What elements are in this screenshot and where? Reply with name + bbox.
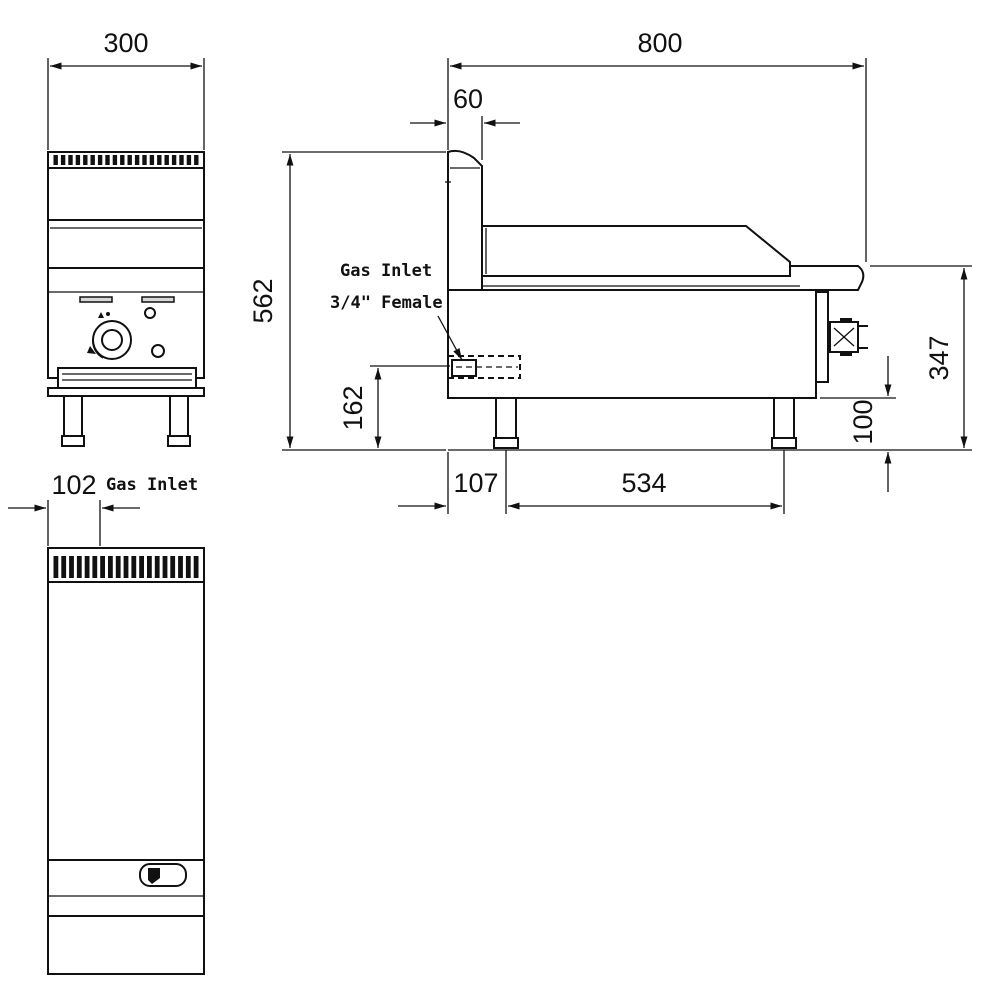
overall-height-label: 562 [248,278,278,323]
grill-slot [61,556,67,578]
grill-slot [142,155,147,165]
grill-slot [134,155,140,165]
grill-slot [178,556,183,578]
grill-slot [179,155,184,165]
grill-slot [185,556,191,578]
grill-slot [123,556,129,578]
gas-inlet-note-line2: 3/4" Female [330,293,443,313]
pilot-hole-icon [144,307,156,319]
grill-slot [170,556,176,578]
grill-slot [154,556,160,578]
flame-indicator-icon [98,312,110,318]
grill-slot [193,556,199,578]
grill-slot [112,155,118,165]
inlet-offset-label: 107 [453,468,498,498]
grill-slot [76,556,82,578]
inlet-height-label: 162 [338,385,368,430]
grill-slot [105,155,110,165]
top-grill-slots [53,556,199,578]
top-inlet-offset-label: 102 [51,470,96,500]
splash-depth-label: 60 [453,84,483,114]
grill-slot [53,155,58,165]
grill-slot [131,556,137,578]
side-knob-icon [829,318,868,356]
grill-slot [84,556,90,578]
leg-height-label: 100 [848,399,878,444]
grill-slot [90,155,95,165]
front-view: 300 [47,28,205,447]
grill-slot [75,155,81,165]
front-width-label: 300 [103,28,148,58]
grill-slot [149,155,155,165]
grill-slot [83,155,88,165]
top-gas-inlet-note: Gas Inlet [106,475,198,495]
grill-slot [100,556,105,578]
grill-slot [108,556,113,578]
control-knob-icon [87,320,132,360]
grill-slot [127,155,132,165]
grill-slot [68,155,73,165]
grill-slot [97,155,103,165]
grill-slot [157,155,162,165]
grill-slot [92,556,98,578]
leg-spacing-label: 534 [621,468,666,498]
front-grill-slots [53,155,199,165]
grill-slot [115,556,121,578]
gas-inlet-note-line1: Gas Inlet [340,261,432,281]
grill-slot [147,556,152,578]
top-view: 102 Gas Inlet [8,470,205,975]
body-height-label: 347 [924,335,954,380]
grill-slot [53,556,59,578]
grill-slot [171,155,177,165]
overall-depth-label: 800 [637,28,682,58]
grill-slot [60,155,66,165]
grill-slot [120,155,125,165]
grill-slot [194,155,199,165]
grill-slot [139,556,144,578]
grill-slot [162,556,168,578]
drip-tray-handle-icon [139,863,187,887]
grill-slot [164,155,169,165]
grill-slot [186,155,192,165]
grill-slot [69,556,74,578]
side-view: 800 60 [248,28,972,514]
